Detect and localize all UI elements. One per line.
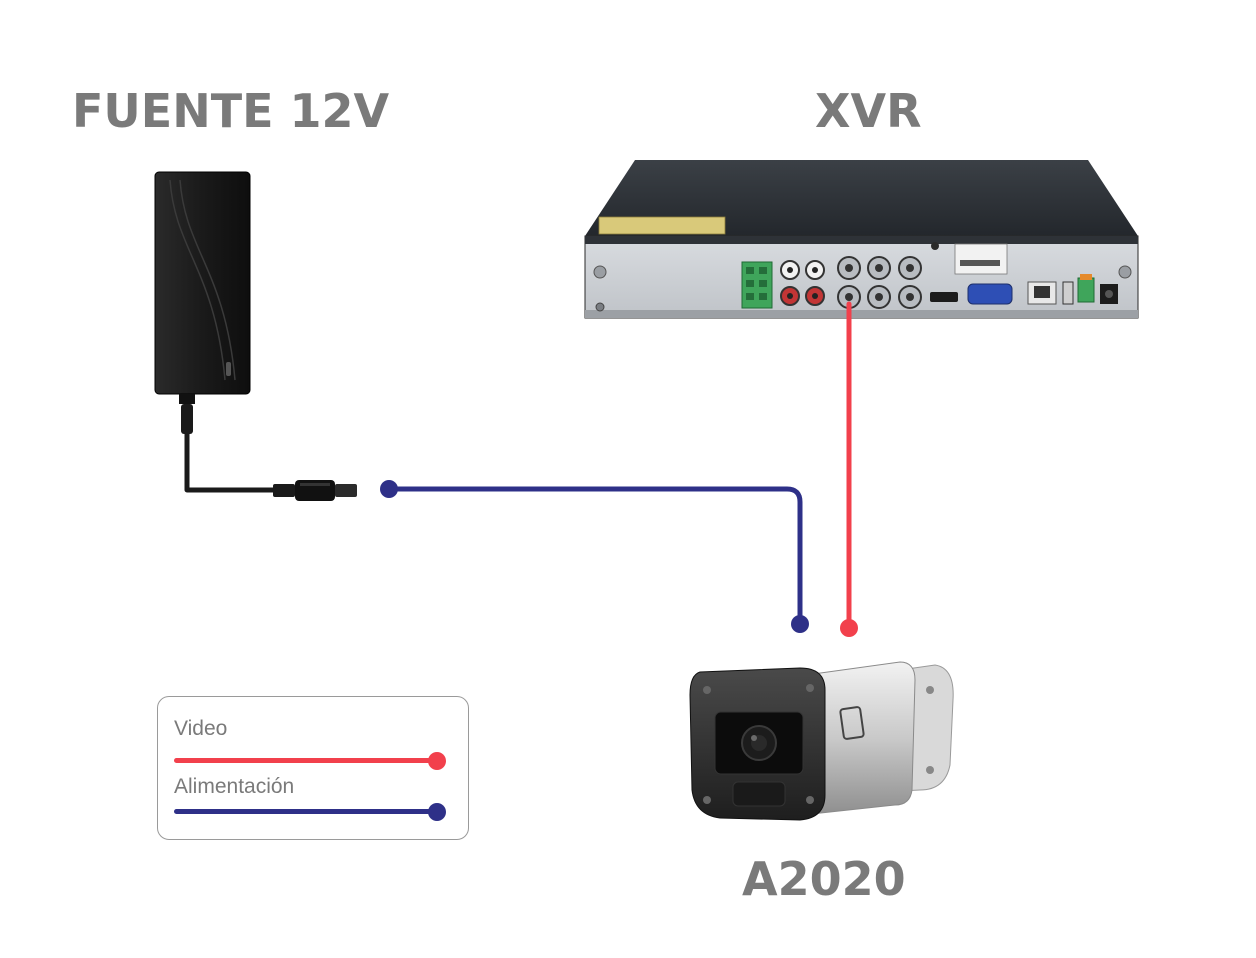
legend-power-line: [174, 809, 436, 814]
legend-power-label: Alimentación: [174, 775, 295, 798]
power-wire-end-dot: [791, 615, 809, 633]
power-wire-start-dot: [380, 480, 398, 498]
video-wire-end-dot: [840, 619, 858, 637]
bullet-camera-icon: [689, 661, 954, 821]
legend-power-dot: [428, 803, 446, 821]
legend-box: Video Alimentación: [157, 696, 469, 840]
power-adapter-icon: [154, 171, 357, 501]
legend-video-dot: [428, 752, 446, 770]
power-wire: [386, 486, 803, 627]
legend-video-label: Video: [174, 717, 228, 740]
camera-title: A2020: [742, 852, 906, 906]
dvr-recorder-icon: [584, 160, 1139, 319]
power-supply-title: FUENTE 12V: [72, 84, 390, 138]
legend-video-line: [174, 758, 436, 763]
wires: [380, 301, 858, 637]
recorder-title: XVR: [815, 84, 922, 138]
